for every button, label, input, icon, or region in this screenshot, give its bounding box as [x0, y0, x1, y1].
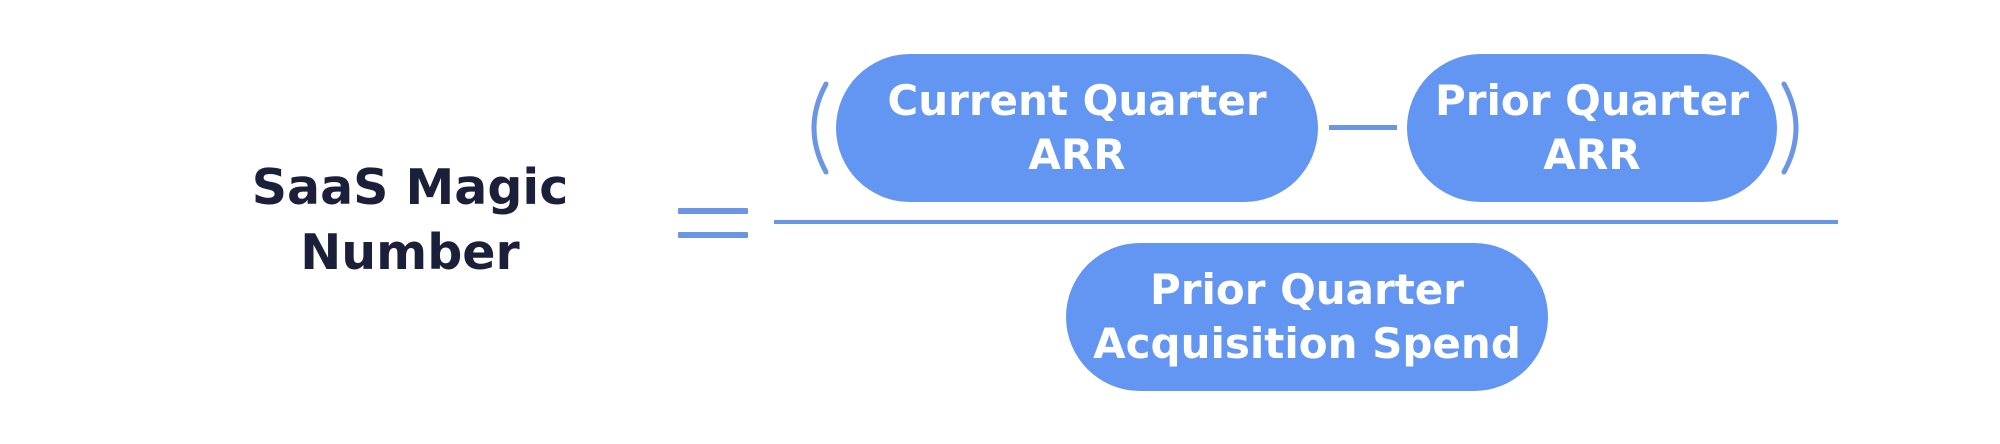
left-parenthesis	[811, 81, 829, 175]
right-parenthesis	[1781, 81, 1799, 175]
equals-bottom-bar	[678, 232, 748, 238]
current-quarter-arr-term: Current Quarter ARR	[836, 54, 1318, 202]
prior-quarter-arr-term: Prior Quarter ARR	[1407, 54, 1777, 202]
equals-top-bar	[678, 208, 748, 214]
fraction-bar	[774, 220, 1838, 224]
prior-quarter-acquisition-spend-term: Prior Quarter Acquisition Spend	[1066, 243, 1548, 391]
equals-sign	[678, 208, 748, 238]
formula-lhs-label: SaaS Magic Number	[251, 159, 569, 281]
minus-sign	[1329, 125, 1397, 130]
